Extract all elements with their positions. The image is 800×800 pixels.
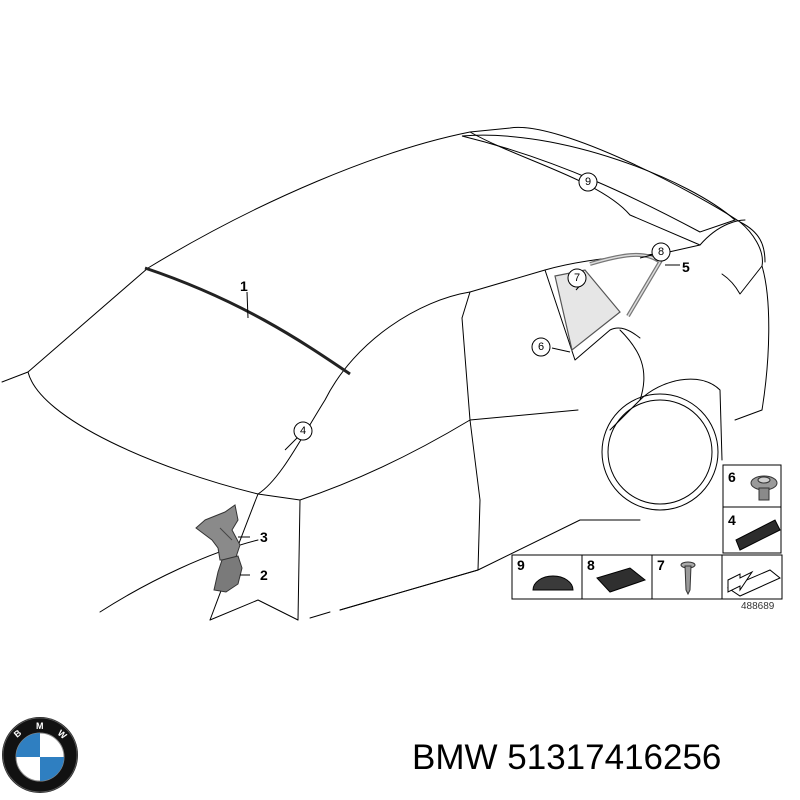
callout-4-circle: 4 (293, 421, 313, 441)
legend-box-6: 6 (722, 464, 782, 508)
footer-brand: BMW (412, 738, 498, 777)
reference-number: 488689 (741, 601, 775, 612)
svg-text:B: B (12, 727, 24, 739)
legend-box-7: 7 (651, 554, 723, 600)
callout-8: 8 (658, 246, 664, 258)
legend-box-4: 4 (722, 506, 782, 554)
legend-label-9: 9 (517, 557, 525, 573)
bmw-logo-icon: B M W (2, 717, 78, 793)
quarter-glass-part (554, 269, 621, 352)
legend-label-8: 8 (587, 557, 595, 573)
legend-box-arrow (721, 554, 783, 600)
callout-6-circle: 6 (531, 337, 551, 357)
roof-spoiler (461, 134, 736, 233)
legend-label-4: 4 (728, 512, 736, 528)
legend-box-9: 9 (511, 554, 583, 600)
legend-label-7: 7 (657, 557, 665, 573)
callout-4: 4 (300, 425, 306, 437)
footer-part-label: BMW 51317416256 (412, 738, 721, 778)
callout-6: 6 (538, 341, 544, 353)
callout-8-circle: 8 (651, 242, 671, 262)
svg-text:M: M (36, 721, 44, 731)
callout-5: 5 (682, 259, 690, 275)
callout-3: 3 (260, 529, 268, 545)
legend-box-8: 8 (581, 554, 653, 600)
windshield-top-strip (144, 266, 351, 376)
callout-1: 1 (240, 278, 248, 294)
callout-7-circle: 7 (567, 268, 587, 288)
bracket-part-3 (195, 504, 241, 561)
footer-part-number: 51317416256 (507, 738, 722, 777)
bracket-part-2 (213, 555, 243, 593)
legend-label-6: 6 (728, 469, 736, 485)
callout-2: 2 (260, 567, 268, 583)
car-outline (1, 126, 770, 621)
callout-9: 9 (585, 176, 591, 188)
callout-7: 7 (574, 272, 580, 284)
leader-lines (238, 254, 680, 576)
callout-9-circle: 9 (578, 172, 598, 192)
